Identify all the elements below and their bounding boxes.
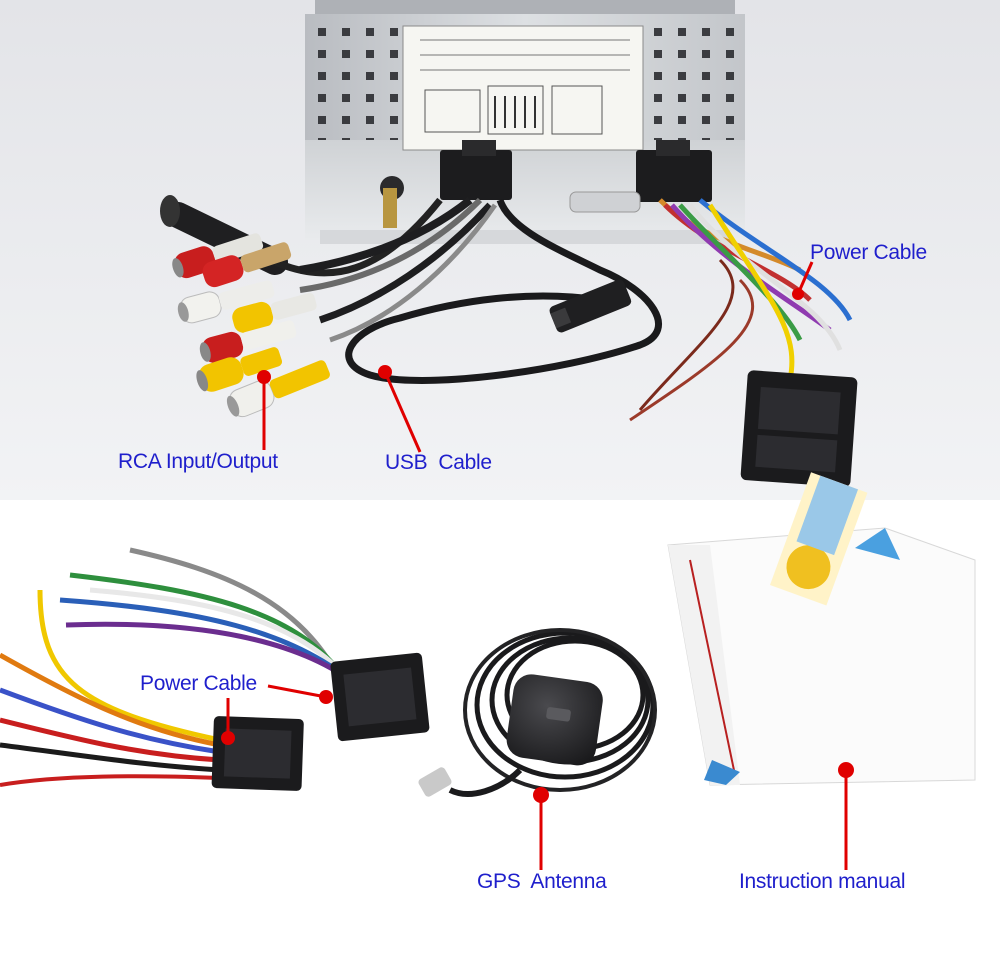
wiring-diagram-sticker xyxy=(402,25,644,151)
gps-antenna xyxy=(418,628,657,797)
power-cable-top-label: Power Cable xyxy=(810,241,927,264)
power-cable-bottom-label: Power Cable xyxy=(140,672,257,695)
red-dot-icon xyxy=(792,288,804,300)
red-dot-icon xyxy=(533,787,549,803)
red-dot-icon xyxy=(257,370,271,384)
usb-cable-label: USB Cable xyxy=(385,451,492,474)
rca-plugs xyxy=(172,233,330,418)
red-dot-icon xyxy=(378,365,392,379)
red-dot-icon xyxy=(319,690,333,704)
red-dot-icon xyxy=(838,762,854,778)
rca-input-output-label: RCA Input/Output xyxy=(118,450,278,473)
rear-connector-left xyxy=(440,150,512,200)
instruction-manual xyxy=(667,472,976,786)
power-harness-bottom xyxy=(0,547,430,791)
red-dot-icon xyxy=(221,731,235,745)
rear-connector-right xyxy=(636,150,712,202)
power-harness-top xyxy=(629,198,858,488)
rca-cable-bundle xyxy=(299,196,498,343)
gps-antenna-label: GPS Antenna xyxy=(477,870,607,893)
head-unit-chassis xyxy=(305,0,745,244)
usb-cable xyxy=(345,198,662,384)
callouts xyxy=(221,261,854,870)
instruction-manual-label: Instruction manual xyxy=(739,870,906,893)
